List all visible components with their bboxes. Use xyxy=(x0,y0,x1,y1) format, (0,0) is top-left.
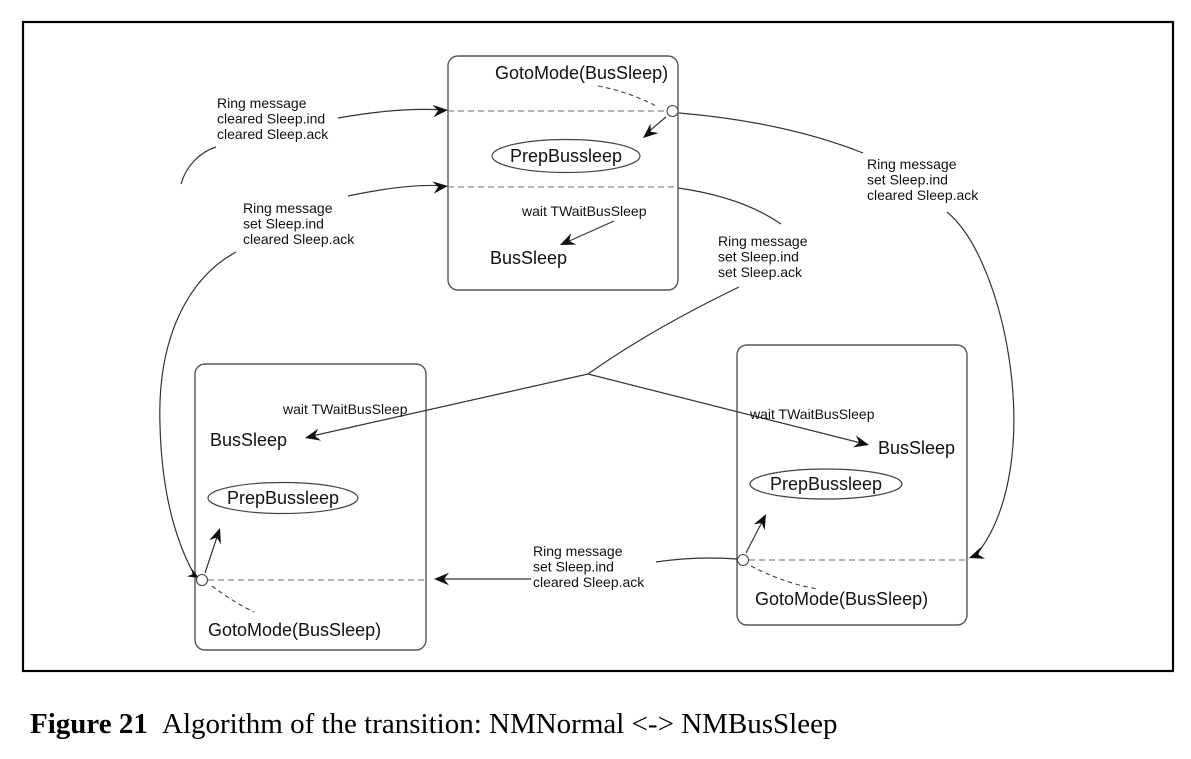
label-line: cleared Sleep.ack xyxy=(243,231,355,247)
label-line: set Sleep.ind xyxy=(718,249,799,265)
top-node-box xyxy=(447,55,679,291)
arrow-line-top-wait-to-bussleep xyxy=(566,220,615,243)
arc-right-label-to-bottom-right-box xyxy=(946,211,1015,555)
top-prep-state-label: PrepBussleep xyxy=(510,146,622,166)
bl-gotomode-label: GotoMode(BusSleep) xyxy=(208,620,381,640)
br-prep-state-label: PrepBussleep xyxy=(770,474,882,494)
arc-left-label-to-bottom-left-circle xyxy=(159,251,237,577)
fork-branch-to-bottom-right xyxy=(587,373,862,444)
label-line: set Sleep.ack xyxy=(718,264,803,280)
top-bussleep-label: BusSleep xyxy=(490,248,567,268)
dashed-curl-br-gotomode xyxy=(750,565,819,590)
bl-wait-label: wait TWaitBusSleep xyxy=(282,401,408,417)
bottom-right-connection-circle xyxy=(736,553,750,567)
arrowhead xyxy=(432,179,449,194)
label-line: set Sleep.ind xyxy=(243,216,324,232)
label-top-to-right: Ring message set Sleep.ind cleared Sleep… xyxy=(867,156,979,203)
arrowhead xyxy=(753,511,772,531)
top-prep-ellipse xyxy=(491,138,641,174)
line-right-circle-to-bottom-label xyxy=(655,557,738,563)
figure-border xyxy=(21,20,1175,673)
arrow-line-bl-circle-to-prep xyxy=(204,533,219,574)
bottom-left-connection-circle xyxy=(195,573,209,587)
label-line: Ring message xyxy=(867,156,957,172)
arrowhead xyxy=(209,525,226,545)
arrowhead xyxy=(966,547,986,564)
top-wait-label: wait TWaitBusSleep xyxy=(521,203,647,219)
arrowhead xyxy=(852,435,871,452)
dashed-curl-bl-gotomode xyxy=(211,585,255,613)
label-line: Ring message xyxy=(718,233,808,249)
label-fork-middle: Ring message set Sleep.ind set Sleep.ack xyxy=(718,233,808,280)
arrow-line-enter-top-1 xyxy=(337,108,445,119)
bl-bussleep-label: BusSleep xyxy=(210,430,287,450)
label-line: cleared Sleep.ack xyxy=(867,187,979,203)
arrow-line-br-circle-to-prep xyxy=(745,519,764,554)
br-wait-label: wait TWaitBusSleep xyxy=(749,406,875,422)
label-right-to-left: Ring message set Sleep.ind cleared Sleep… xyxy=(533,543,645,590)
br-gotomode-label: GotoMode(BusSleep) xyxy=(755,589,928,609)
label-line: set Sleep.ind xyxy=(867,172,948,188)
arc-top-circle-to-right-label xyxy=(678,112,864,154)
label-line: cleared Sleep.ack xyxy=(533,574,645,590)
label-line: Ring message xyxy=(243,200,333,216)
bottom-right-node-box xyxy=(736,344,968,626)
fork-branch-to-bottom-left xyxy=(311,373,589,437)
fork-label-to-junction xyxy=(587,286,740,375)
figure-caption-text: Algorithm of the transition: NMNormal <-… xyxy=(162,708,837,740)
arrow-line-enter-top-2 xyxy=(347,184,445,197)
leader-dashline2-to-fork-label xyxy=(677,187,782,225)
label-line: Ring message xyxy=(533,543,623,559)
dashed-curl-top-gotomode xyxy=(597,85,659,108)
label-line: cleared Sleep.ind xyxy=(217,111,325,127)
top-connection-circle xyxy=(666,104,679,118)
top-gotomode-label: GotoMode(BusSleep) xyxy=(495,63,668,83)
bottom-left-node-box xyxy=(194,363,427,651)
figure-caption-label: Figure 21 xyxy=(30,708,148,740)
br-bussleep-label: BusSleep xyxy=(878,438,955,458)
label-enter-top-1: Ring message cleared Sleep.ind cleared S… xyxy=(217,95,329,142)
leader-curl-label-1 xyxy=(180,146,217,185)
bl-prep-state-label: PrepBussleep xyxy=(227,488,339,508)
bottom-right-prep-ellipse xyxy=(749,468,903,500)
bottom-left-prep-ellipse xyxy=(207,481,359,515)
label-enter-top-2: Ring message set Sleep.ind cleared Sleep… xyxy=(243,200,355,247)
label-line: cleared Sleep.ack xyxy=(217,126,329,142)
label-line: set Sleep.ind xyxy=(533,559,614,575)
label-line: Ring message xyxy=(217,95,307,111)
arrowhead xyxy=(432,103,449,118)
arrowhead xyxy=(303,428,322,445)
